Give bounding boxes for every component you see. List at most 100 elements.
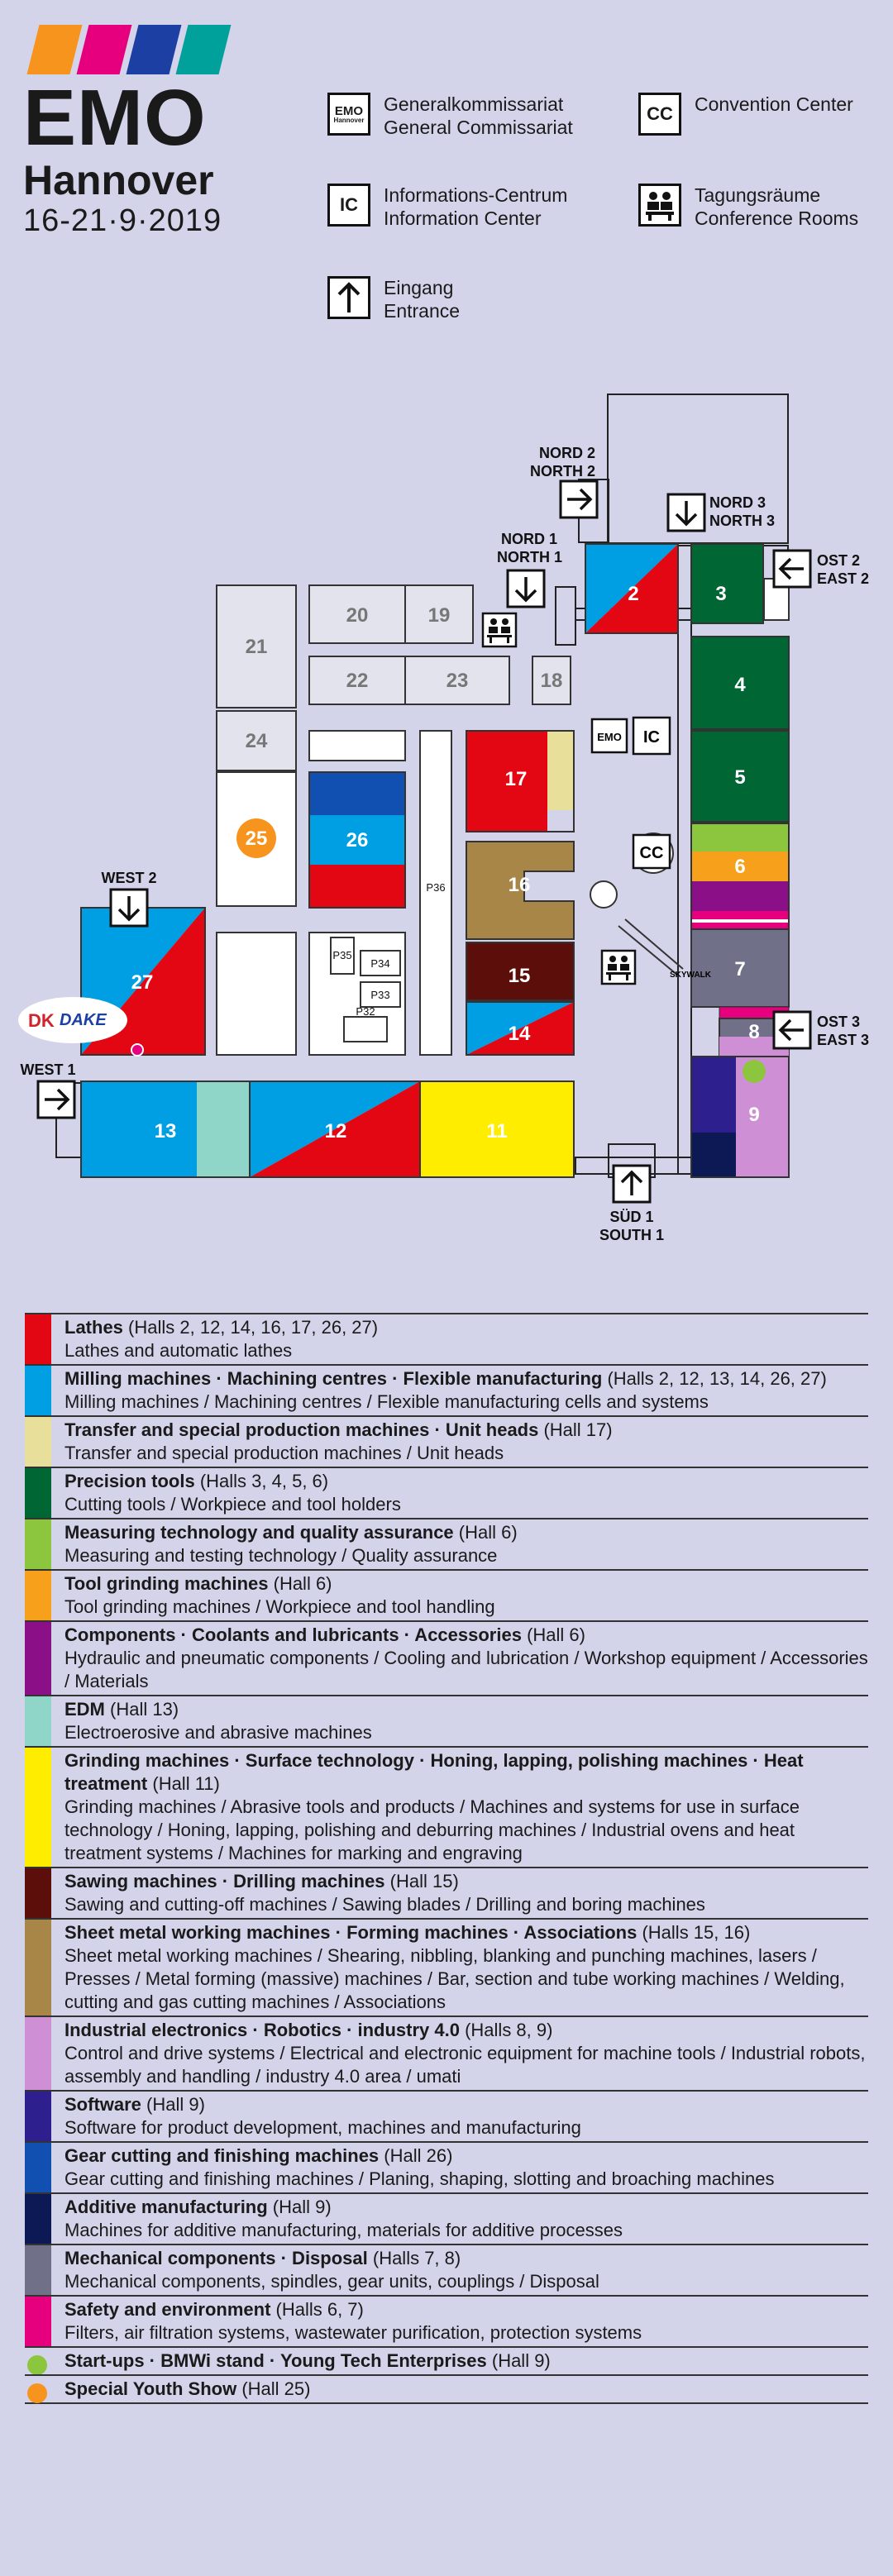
hall-number: 14 xyxy=(509,1023,531,1045)
youth-show-marker xyxy=(236,818,276,858)
category-row: Sawing machines · Drilling machines (Hal… xyxy=(25,1867,868,1918)
category-row: Gear cutting and finishing machines (Hal… xyxy=(25,2141,868,2192)
category-description: Measuring and testing technology / Quali… xyxy=(64,1545,498,1566)
category-description: Sheet metal working machines / Shearing,… xyxy=(64,1945,845,2012)
svg-text:NORD 2: NORD 2 xyxy=(539,445,595,461)
category-halls: (Hall 9) xyxy=(486,2350,551,2371)
svg-text:WEST 1: WEST 1 xyxy=(20,1061,75,1078)
category-title: Transfer and special production machines… xyxy=(64,1419,539,1440)
hall-number: 12 xyxy=(325,1120,347,1143)
category-swatch xyxy=(25,2194,51,2244)
category-row: Additive manufacturing (Hall 9) Machines … xyxy=(25,2192,868,2244)
entrance-arrow-icon xyxy=(772,549,812,589)
hall-number: 7 xyxy=(734,958,745,980)
conference-rooms-icon xyxy=(481,612,518,648)
category-swatch xyxy=(25,2092,51,2141)
category-swatch xyxy=(25,2017,51,2090)
hall-6 xyxy=(690,823,790,930)
hall-26 xyxy=(308,771,406,909)
category-title: Start-ups · BMWi stand · Young Tech Ente… xyxy=(64,2350,487,2371)
hall-13 xyxy=(80,1080,251,1178)
category-title: Mechanical components · Disposal xyxy=(64,2248,368,2268)
svg-text:OST 2: OST 2 xyxy=(817,552,860,569)
hall-9 xyxy=(690,1056,790,1178)
category-row: Milling machines · Machining centres · F… xyxy=(25,1364,868,1415)
category-halls: (Hall 11) xyxy=(147,1773,220,1794)
pavilion-label: P35 xyxy=(332,949,351,961)
category-swatch xyxy=(25,1417,51,1467)
category-row: Mechanical components · Disposal (Halls … xyxy=(25,2244,868,2295)
svg-text:SÜD 1: SÜD 1 xyxy=(609,1209,653,1225)
category-description: Cutting tools / Workpiece and tool holde… xyxy=(64,1494,401,1515)
hall-2 xyxy=(585,543,679,634)
hall-3 xyxy=(690,543,764,624)
category-row: EDM (Hall 13)Electroerosive and abrasive… xyxy=(25,1695,868,1746)
entrance-arrow-icon xyxy=(36,1080,76,1119)
corridor xyxy=(677,545,692,1175)
category-description: Hydraulic and pneumatic components / Coo… xyxy=(64,1648,868,1691)
category-swatch xyxy=(25,2245,51,2295)
svg-text:NORTH 1: NORTH 1 xyxy=(497,549,562,565)
pavilion-p35 xyxy=(330,937,355,975)
category-description: Software for product development, machin… xyxy=(64,2117,581,2138)
entrance-arrow-icon xyxy=(772,1010,812,1050)
hall-number: 5 xyxy=(734,766,745,789)
category-swatch xyxy=(25,1622,51,1695)
emo-flag-icon: EMO Hannover xyxy=(327,93,370,136)
category-swatch xyxy=(25,1366,51,1415)
svg-text:EMO: EMO xyxy=(597,731,622,743)
hall-number: 20 xyxy=(346,604,369,627)
startup-marker xyxy=(743,1060,766,1083)
category-row: Transfer and special production machines… xyxy=(25,1415,868,1467)
category-row: Software (Hall 9)Software for product de… xyxy=(25,2090,868,2141)
pavilion-label: P36 xyxy=(426,881,445,894)
category-swatch xyxy=(25,1468,51,1518)
ic-icon: IC xyxy=(632,716,671,756)
pavilion-p36 xyxy=(419,730,452,1056)
category-swatch xyxy=(25,1519,51,1569)
corridor xyxy=(555,586,576,646)
category-legend: Lathes (Halls 2, 12, 14, 16, 17, 26, 27)… xyxy=(25,1313,868,2404)
category-row: Measuring technology and quality assuran… xyxy=(25,1518,868,1569)
svg-text:OST 3: OST 3 xyxy=(817,1014,860,1030)
hall-4 xyxy=(690,636,790,730)
hall-23 xyxy=(404,656,510,705)
category-halls: (Hall 9) xyxy=(267,2197,332,2217)
category-description: Control and drive systems / Electrical a… xyxy=(64,2043,866,2087)
category-title: Sawing machines · Drilling machines xyxy=(64,1871,385,1891)
category-description: Machines for additive manufacturing, mat… xyxy=(64,2220,623,2240)
category-title: Additive manufacturing xyxy=(64,2197,268,2217)
category-row: Industrial electronics · Robotics · indu… xyxy=(25,2015,868,2090)
category-description: Lathes and automatic lathes xyxy=(64,1340,293,1361)
category-halls: (Halls 2, 12, 13, 14, 26, 27) xyxy=(602,1368,827,1389)
hall-22 xyxy=(308,656,406,705)
hall-14 xyxy=(466,1001,575,1056)
category-title: Lathes xyxy=(64,1317,123,1338)
entrance-arrow-icon xyxy=(109,888,149,928)
category-halls: (Hall 15) xyxy=(384,1871,459,1891)
category-title: Industrial electronics · Robotics · indu… xyxy=(64,2020,460,2040)
category-row: Components · Coolants and lubricants · A… xyxy=(25,1620,868,1695)
category-description: Grinding machines / Abrasive tools and p… xyxy=(64,1796,800,1863)
hall-number: 26 xyxy=(346,829,369,852)
svg-text:EAST 3: EAST 3 xyxy=(817,1032,869,1048)
svg-text:WEST 2: WEST 2 xyxy=(101,870,156,886)
logo-stripe xyxy=(126,25,182,74)
ic-icon: IC xyxy=(327,184,370,227)
category-halls: (Halls 15, 16) xyxy=(637,1922,751,1943)
cc-icon: CC xyxy=(638,93,681,136)
category-halls: (Halls 6, 7) xyxy=(270,2299,364,2320)
hall-number: 16 xyxy=(509,874,531,896)
hall-number: 9 xyxy=(748,1104,759,1126)
entrance-arrow-icon xyxy=(612,1164,652,1204)
legend-label-convention: Convention Center xyxy=(695,93,853,115)
logo-city: Hannover xyxy=(23,157,214,203)
category-title: Safety and environment xyxy=(64,2299,271,2320)
hall-number: 2 xyxy=(628,583,638,605)
hall-white-strip xyxy=(308,730,406,761)
emo-flag-icon: EMO xyxy=(590,718,628,754)
pavilion-label: P34 xyxy=(370,957,389,970)
hall-number: 25 xyxy=(246,828,268,850)
category-description: Transfer and special production machines… xyxy=(64,1443,504,1463)
category-halls: (Hall 6) xyxy=(453,1522,518,1543)
